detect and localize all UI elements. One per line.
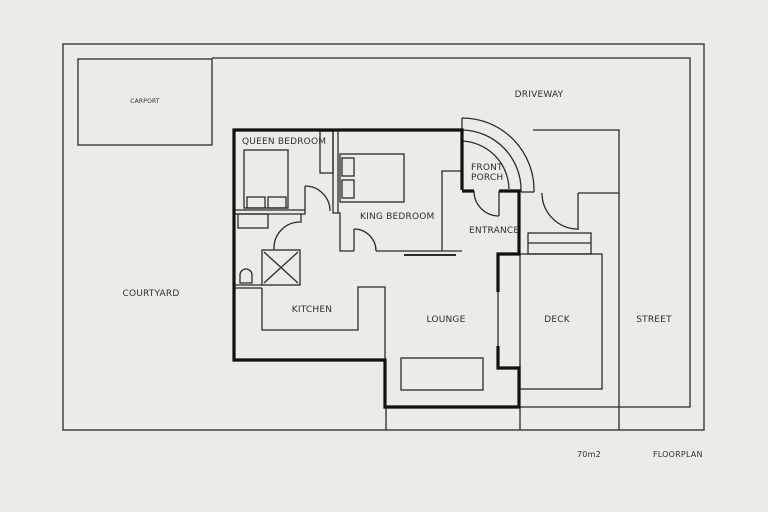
room-label-front-porch-2: PORCH [471, 173, 504, 183]
room-label-lounge: LOUNGE [426, 315, 466, 325]
room-label-front-porch-1: FRONT [471, 163, 503, 173]
room-label-driveway: DRIVEWAY [514, 90, 564, 100]
area-label: 70m2 [577, 450, 601, 459]
room-label-carport: CARPORT [130, 98, 160, 105]
site-boundary [62, 43, 705, 431]
room-label-entrance: ENTRANCE [469, 226, 520, 236]
room-label-kitchen: KITCHEN [291, 305, 333, 315]
lot-line [212, 57, 691, 408]
room-label-king-bedroom: KING BEDROOM [360, 212, 435, 222]
lounge-couch [400, 357, 484, 391]
plan-title: FLOORPLAN [653, 450, 703, 459]
carport-outline [77, 58, 213, 146]
exterior-wall [232, 128, 521, 409]
room-label-queen-bedroom: QUEEN BEDROOM [242, 137, 327, 147]
room-label-street: STREET [636, 315, 672, 325]
room-label-deck: DECK [544, 315, 570, 325]
room-label-courtyard: COURTYARD [122, 289, 180, 299]
